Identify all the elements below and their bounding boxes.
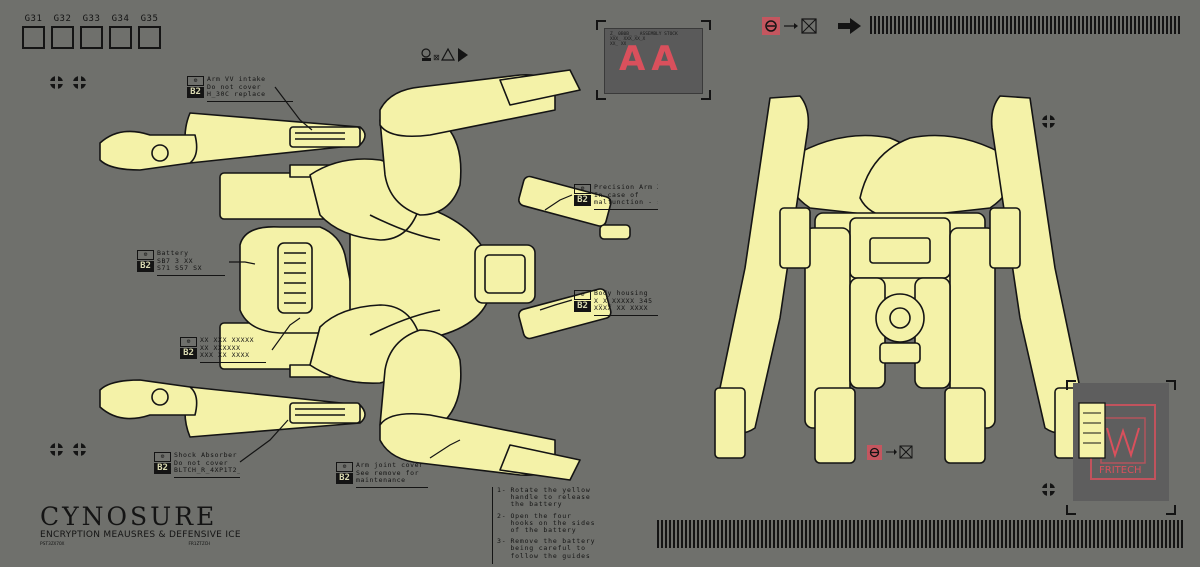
logo-code-right: FR1ZTZCH (188, 542, 210, 547)
instruction-step: 2-Open the four hooks on the sides of th… (497, 511, 596, 535)
stamp-seal-icon: FRITECH (1078, 402, 1156, 480)
frame-corner (701, 90, 711, 100)
cynosure-logo: CYNOSURE ENCRYPTION MEAUSRES & DEFENSIVE… (40, 502, 241, 548)
code-box-g34: G34 (109, 14, 132, 49)
gear-icon: ⚙ (154, 452, 171, 462)
gear-icon: ⚙ (336, 462, 353, 472)
registration-mark-icon (50, 443, 86, 461)
logo-title: CYNOSURE (40, 502, 218, 531)
callout-precision-arm: ⚙B2 Precision Arm XVIn case ofmalfunctio… (574, 184, 658, 210)
code-box-g35: G35 (138, 14, 161, 49)
registration-mark-icon (1042, 115, 1058, 133)
svg-text:FRITECH: FRITECH (1099, 465, 1142, 476)
registration-mark-icon (50, 76, 86, 94)
instruction-step: 1-Rotate the yellow handle to release th… (497, 486, 591, 509)
code-box-g33: G33 (80, 14, 103, 49)
warning-display-panel: Z_ 0B0B_ _ ASSEMBLY STOCK XXX_ XXX_XX_X … (604, 28, 703, 94)
frame-corner (1066, 380, 1076, 390)
gear-icon: ⚙ (187, 76, 204, 86)
code-box-row: G31 G32 G33 G34 G35 (22, 14, 161, 49)
svg-text:⊠: ⊠ (433, 53, 440, 62)
tick-bar-bottom (657, 520, 1183, 548)
gear-icon: ⚙ (180, 337, 197, 347)
code-box-g31: G31 (22, 14, 45, 49)
frame-corner (1066, 505, 1076, 515)
registration-mark-icon (1042, 483, 1058, 501)
logo-subtitle: ENCRYPTION MEAUSRES & DEFENSIVE ICE (40, 530, 241, 540)
instruction-step: 3-Remove the battery being careful to fo… (497, 537, 596, 560)
gear-icon: ⚙ (137, 250, 154, 260)
frame-corner (596, 20, 606, 30)
hazard-symbols-icon: ⊠ (421, 47, 468, 62)
code-box-g32: G32 (51, 14, 74, 49)
lock-transfer-small-icon (867, 445, 913, 460)
mech-rear-view-illustration (714, 95, 1086, 464)
mech-top-view-illustration (99, 69, 631, 481)
lock-transfer-icon (762, 17, 861, 35)
gear-icon: ⚙ (574, 184, 591, 194)
frame-corner (1166, 505, 1176, 515)
panel-mini-text: Z_ 0B0B_ _ ASSEMBLY STOCK XXX_ XXX_XX_X … (610, 32, 678, 47)
battery-instructions: 1-Rotate the yellow handle to release th… (492, 486, 599, 564)
frame-corner (596, 90, 606, 100)
gear-icon: ⚙ (574, 290, 591, 300)
logo-code-left: PST3ZX7OX (40, 542, 65, 547)
frame-corner (1166, 380, 1176, 390)
frame-corner (701, 20, 711, 30)
tick-bar-top (870, 16, 1180, 34)
warning-code-text: AA (619, 39, 684, 79)
fritech-stamp-panel: FRITECH (1073, 383, 1169, 501)
